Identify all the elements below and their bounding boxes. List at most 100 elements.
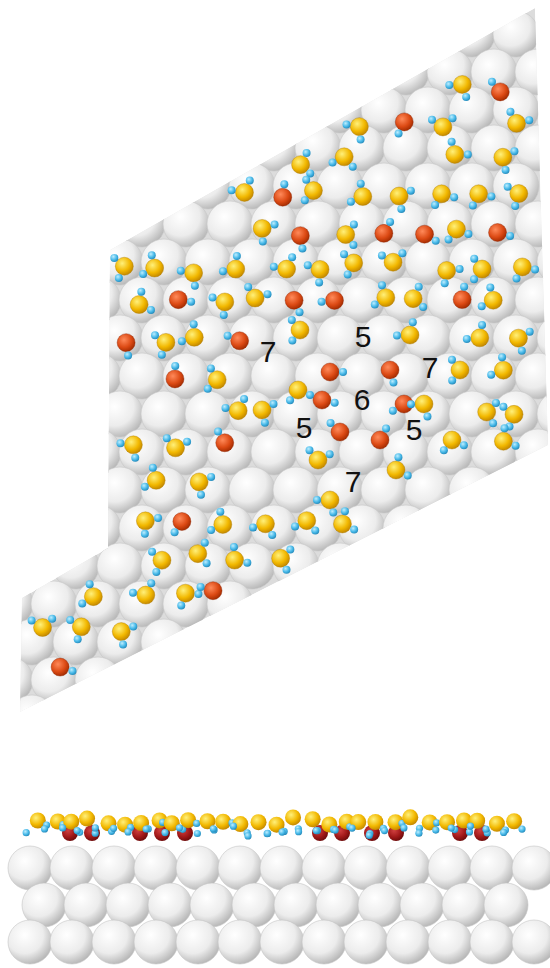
hydroxyl <box>488 78 509 101</box>
metal-atom <box>8 920 52 964</box>
water-molecule <box>110 254 133 282</box>
hydroxyl <box>375 218 394 242</box>
water-molecule <box>66 616 90 643</box>
water-molecule <box>387 453 412 479</box>
ring-size-number: 7 <box>260 337 277 367</box>
metal-atom <box>75 657 121 703</box>
hydroxyl <box>416 225 440 245</box>
hydroxyl <box>214 428 234 452</box>
hydroxyl <box>489 224 515 242</box>
water-molecule <box>463 321 489 347</box>
water-molecule <box>291 512 319 535</box>
water-molecule <box>494 147 519 174</box>
water-molecule <box>445 76 471 101</box>
hydroxyl <box>51 658 76 676</box>
metal-atom <box>386 920 430 964</box>
water-molecule <box>112 623 137 649</box>
water-molecule <box>306 446 334 469</box>
metal-atom <box>260 920 304 964</box>
metal-atom <box>512 920 550 964</box>
water-molecule <box>226 543 252 569</box>
metal-atom <box>383 505 429 551</box>
metal-atom <box>50 920 94 964</box>
ring-size-number: 5 <box>296 413 313 443</box>
water-molecule <box>304 260 329 286</box>
water-molecule <box>244 283 271 307</box>
water-molecule <box>228 177 254 202</box>
metal-atom <box>134 920 178 964</box>
water-molecule <box>270 253 296 278</box>
water-molecule <box>343 118 369 144</box>
water-molecule <box>221 395 248 420</box>
ring-size-number: 5 <box>355 322 372 352</box>
hydroxyl <box>321 363 347 381</box>
water-molecule <box>478 284 503 311</box>
metal-atom <box>141 619 187 665</box>
metal-atom <box>344 920 388 964</box>
water-molecule <box>494 424 519 450</box>
water-molecule <box>190 473 215 499</box>
water-molecule <box>301 176 323 205</box>
metal-atom <box>92 920 136 964</box>
hydroxyl <box>318 291 344 309</box>
water-molecule <box>253 219 278 245</box>
water-molecule <box>333 507 358 533</box>
water-molecule <box>253 400 278 427</box>
water-molecule <box>340 250 363 278</box>
hydroxyl <box>327 419 349 441</box>
metal-atom <box>449 467 495 513</box>
hydroxyl <box>371 425 390 449</box>
water-molecule <box>209 293 234 319</box>
hydroxyl <box>291 227 309 253</box>
water-molecule <box>219 252 245 278</box>
water-molecule <box>78 580 102 607</box>
water-molecule <box>509 328 533 355</box>
water-molecule <box>28 615 57 637</box>
hydroxyl <box>313 391 339 409</box>
hydroxyl <box>453 283 471 309</box>
hydroxyl <box>117 334 135 360</box>
hydroxyl <box>285 291 303 316</box>
water-molecule <box>148 548 171 576</box>
water-molecule <box>428 114 457 136</box>
water-molecule <box>286 381 314 404</box>
ring-size-number: 6 <box>354 385 371 415</box>
hydroxyl <box>381 361 399 387</box>
water-molecule <box>136 512 162 538</box>
water-molecule <box>504 183 528 210</box>
water-molecule <box>141 464 165 491</box>
metal-atom <box>512 846 550 890</box>
water-molecule <box>347 180 372 206</box>
water-molecule <box>204 364 226 392</box>
metal-atom <box>470 920 514 964</box>
water-molecule <box>337 220 358 249</box>
water-molecule <box>445 220 473 243</box>
ring-size-number: 7 <box>345 467 362 497</box>
metal-atom <box>302 920 346 964</box>
water-molecule <box>513 258 540 283</box>
hydroxyl <box>166 362 184 388</box>
water-molecule <box>116 436 142 462</box>
water-molecule <box>448 356 469 385</box>
ring-size-number: 7 <box>422 353 439 383</box>
water-molecule <box>163 434 191 457</box>
water-molecule <box>129 579 155 604</box>
water-molecule <box>446 138 472 164</box>
metal-atom <box>218 920 262 964</box>
metal-atom <box>176 920 220 964</box>
water-molecule <box>371 281 395 308</box>
hydroxyl <box>169 291 195 309</box>
hydroxyl <box>224 332 249 350</box>
water-molecule <box>151 331 175 358</box>
water-molecule <box>378 249 406 271</box>
water-molecule <box>272 546 295 574</box>
water-molecule <box>390 187 415 213</box>
hydroxyl <box>171 512 191 536</box>
side-view <box>8 809 550 964</box>
metal-atom <box>428 920 472 964</box>
metal-atom <box>515 429 550 475</box>
water-molecule <box>404 283 427 311</box>
water-molecule <box>249 515 276 539</box>
metal-atom <box>317 543 363 589</box>
